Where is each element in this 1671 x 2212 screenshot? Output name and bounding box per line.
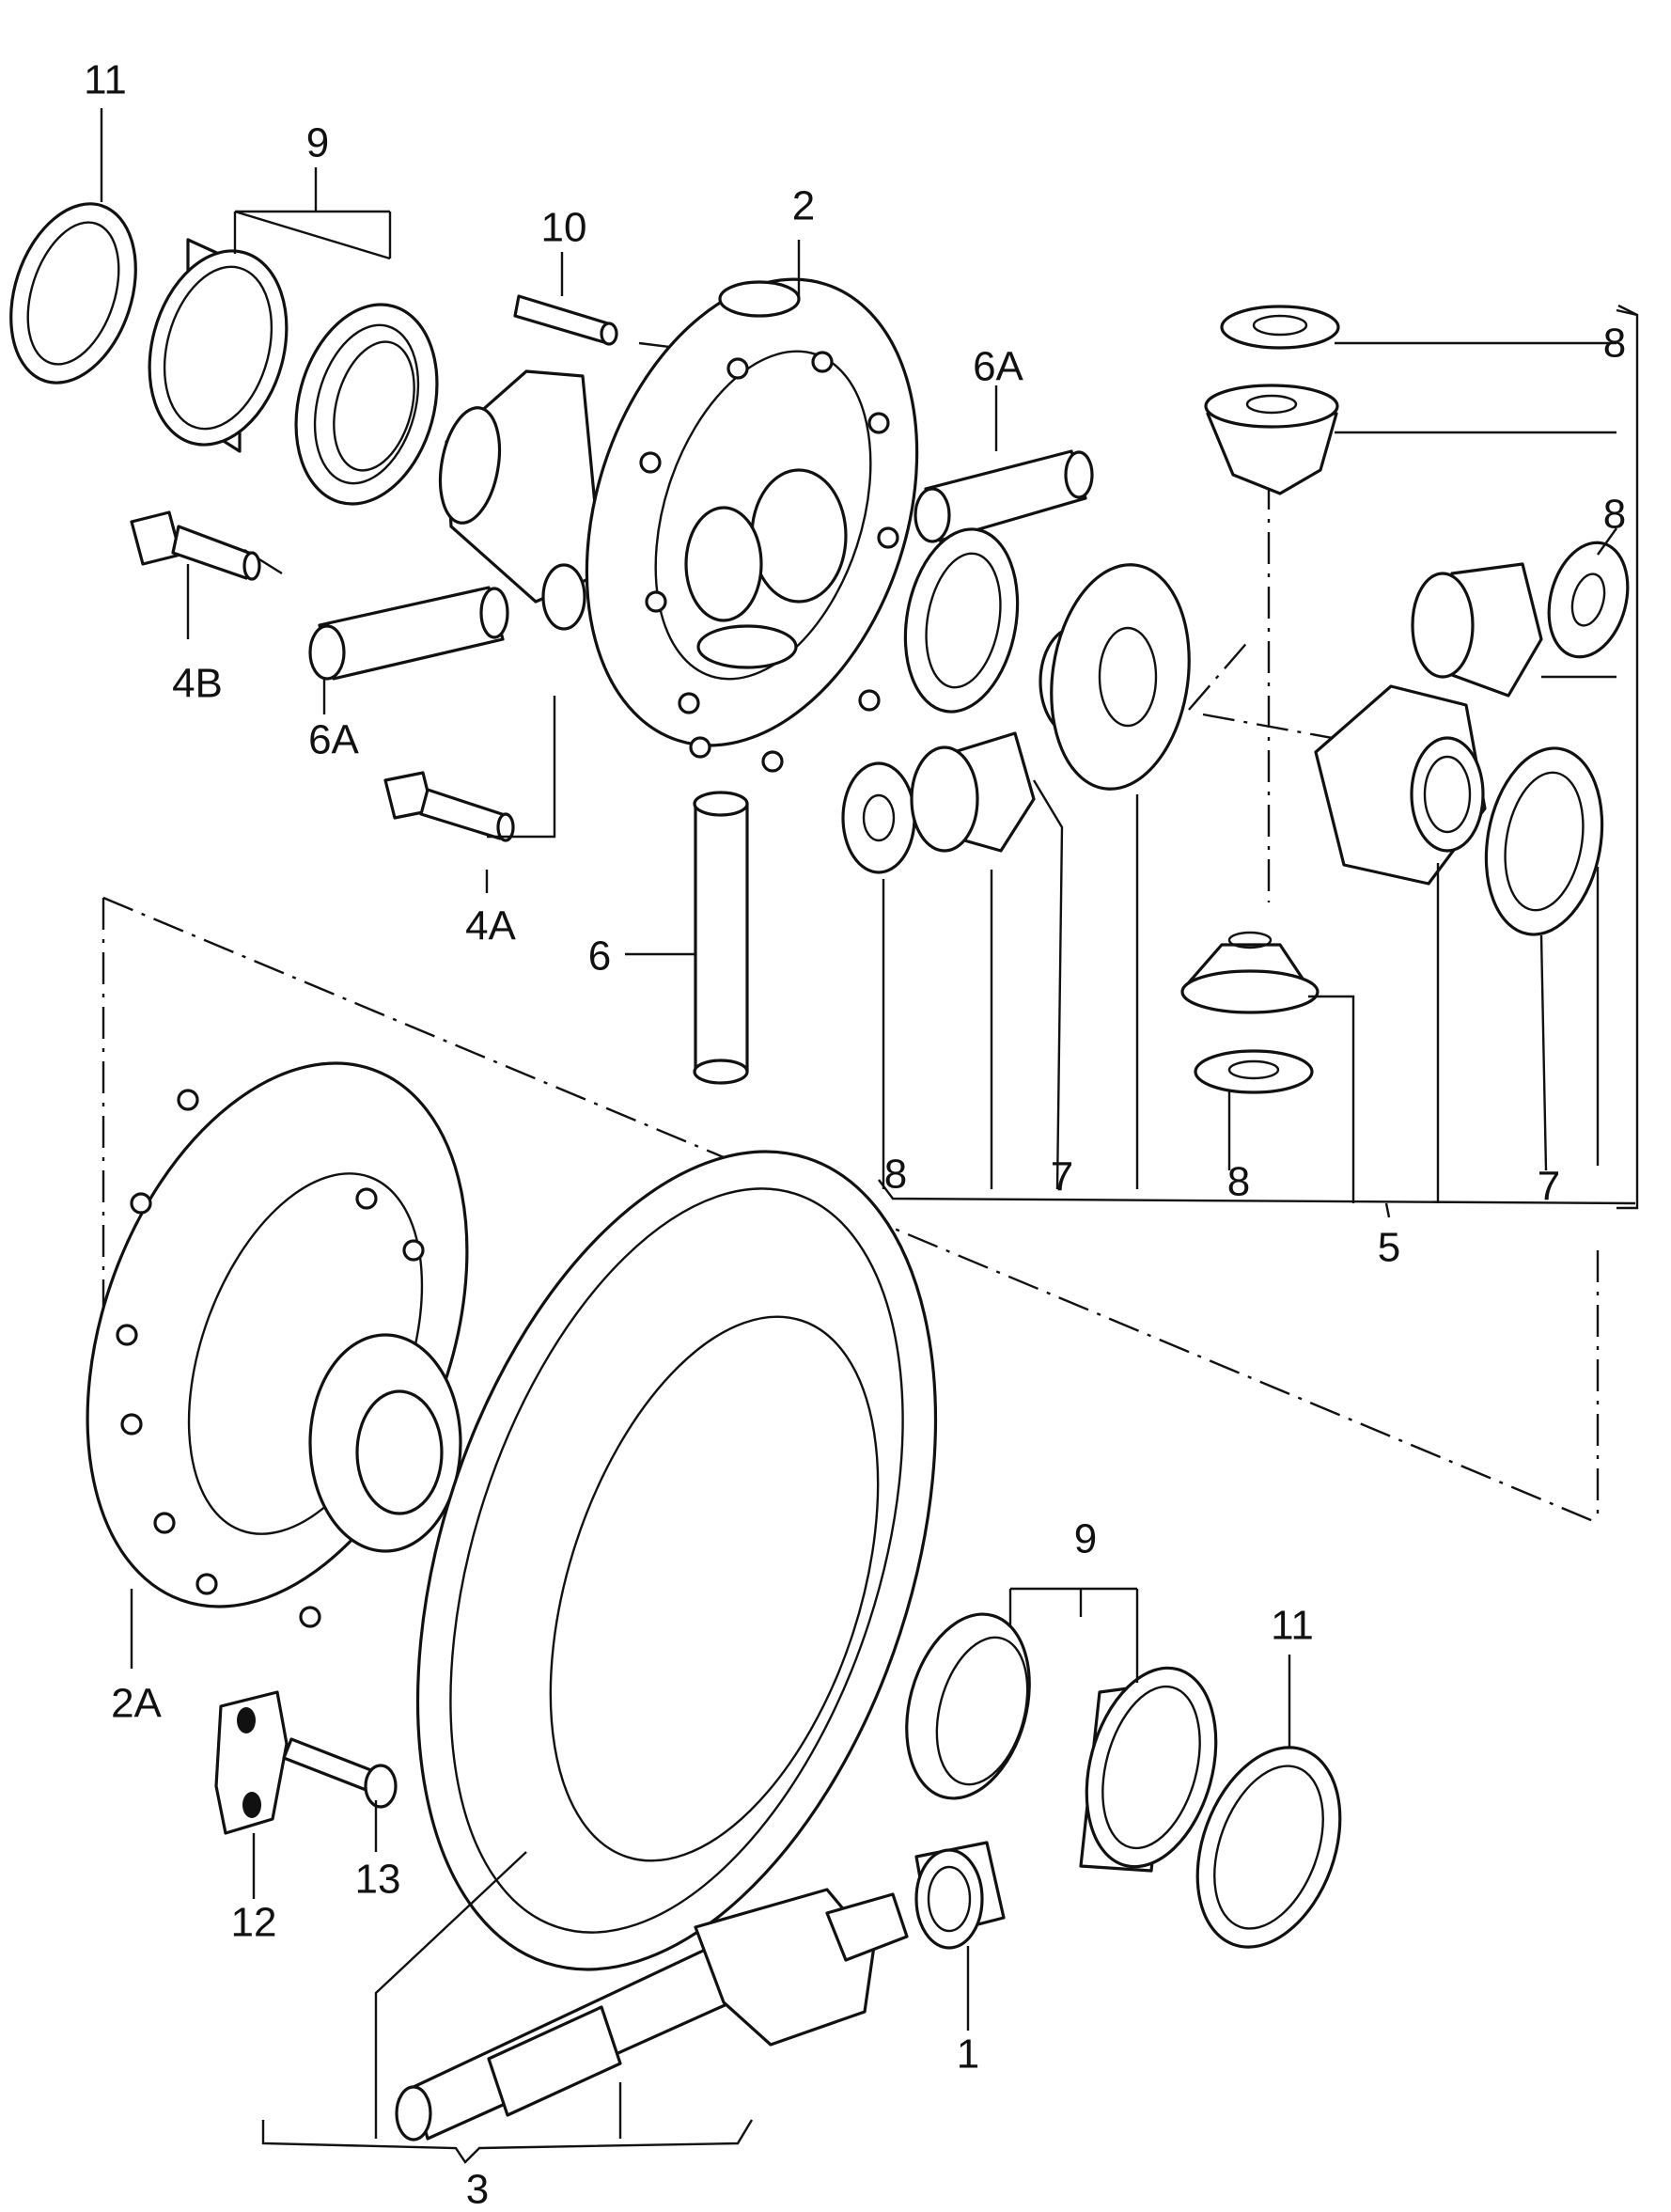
assembly-axis-lines (102, 341, 1600, 1525)
part-5-planet-gear-top (1204, 384, 1339, 495)
label-part-2a: 2A (111, 1681, 162, 1727)
label-part-9-top: 9 (306, 120, 329, 166)
label-part-8-lower-left: 8 (884, 1152, 907, 1198)
part-5-side-gear-right (1314, 684, 1487, 886)
label-part-8-right: 8 (1603, 492, 1626, 538)
label-part-6: 6 (588, 933, 611, 980)
label-part-1: 1 (957, 2032, 979, 2078)
part-labels: 11 9 10 2 6A 8 8 4B 6A 4A 6 8 7 8 7 5 2A… (84, 57, 1626, 2212)
label-part-9-bottom: 9 (1074, 1516, 1097, 1562)
label-part-12: 12 (231, 1900, 277, 1946)
part-5-side-gear-left (1039, 563, 1191, 791)
part-9-bearing-top (148, 238, 439, 506)
part-10-roll-pin (513, 294, 618, 346)
label-part-6a-right: 6A (973, 344, 1023, 390)
label-part-11-top: 11 (84, 57, 127, 103)
label-part-3: 3 (466, 2167, 489, 2212)
label-part-8-lower-mid: 8 (1227, 1159, 1250, 1205)
part-13-screw (282, 1737, 398, 1809)
label-part-13: 13 (355, 1857, 401, 1903)
part-8-washer-lower-left (841, 761, 916, 874)
part-8-thrust-washer-bottom (1194, 1049, 1314, 1094)
part-5-planet-gear-bottom (1180, 931, 1320, 1014)
part-1-needle-bearing (914, 1841, 1006, 1950)
label-part-4a: 4A (465, 903, 516, 949)
part-11-seal-ring-bottom (1195, 1746, 1342, 1949)
part-7-thrust-washer-right (1484, 746, 1604, 936)
part-6a-cross-pin-right (914, 449, 1094, 543)
label-part-10: 10 (541, 205, 587, 251)
part-3-ring-gear (415, 1150, 938, 1971)
part-6a-cross-pin-left (308, 586, 509, 681)
part-2a-housing-cover (86, 1061, 469, 1628)
label-part-7-right: 7 (1538, 1164, 1560, 1210)
label-part-4b: 4B (172, 661, 223, 707)
label-part-7-left: 7 (1051, 1154, 1073, 1200)
label-part-6a-left: 6A (308, 717, 359, 763)
part-4a-bolt (383, 771, 515, 842)
label-part-8-top: 8 (1603, 321, 1626, 367)
part-7-thrust-washer-left (903, 527, 1020, 714)
label-part-11-bottom: 11 (1271, 1603, 1314, 1649)
leader-lines (100, 108, 1639, 2164)
part-9-bearing-bottom (905, 1612, 1218, 1873)
part-3-pinion-shaft (395, 1888, 909, 2141)
part-11-seal-ring-top (9, 202, 137, 384)
part-4b-bolt (130, 510, 261, 581)
part-5-planet-gear-right (1411, 562, 1543, 698)
part-12-lock-plate (214, 1690, 289, 1835)
part-2-differential-housing (438, 277, 919, 773)
part-5-planet-gear-lower-left (910, 731, 1036, 853)
label-part-5: 5 (1378, 1225, 1400, 1271)
part-8-washer-right (1547, 541, 1630, 659)
part-8-thrust-washer-top (1220, 305, 1340, 350)
part-6-long-pin (693, 791, 749, 1085)
label-part-2: 2 (792, 183, 815, 229)
